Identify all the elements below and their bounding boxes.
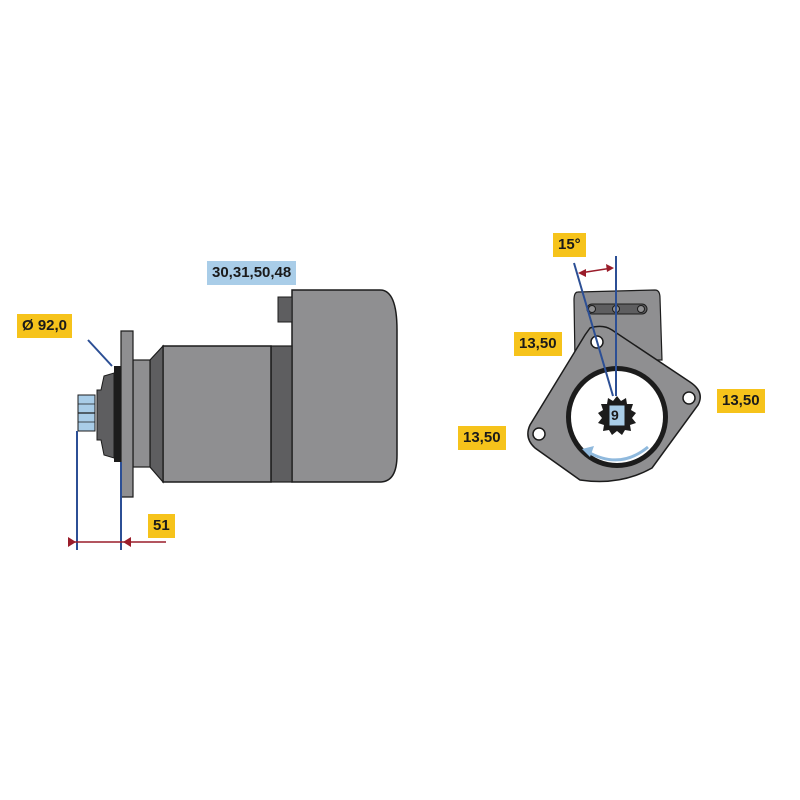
front-view [527,256,701,483]
angle-arrow-left [578,269,586,277]
flange-face [114,366,121,462]
arrowhead-right [123,537,131,547]
rotation-arrowhead [582,446,594,457]
arrowhead-left [68,537,76,547]
dark-band [270,345,293,483]
terminal-block [277,296,293,323]
neck [132,359,151,468]
mounting-flange [120,330,134,498]
mount-hole-lower-left [532,427,546,441]
rotation-arrow [587,445,649,462]
main-body [162,345,272,483]
angle-arrow-right [606,264,614,272]
mount-hole-right [682,391,696,405]
nose-taper [149,344,164,484]
rear-housing [291,289,398,483]
hole-label-right: 13,50 [717,389,765,413]
nose-cap [96,372,115,459]
flange-diameter-label: Ø 92,0 [17,314,73,338]
pinion-offset-label: 51 [148,514,175,538]
hole-label-lower-left: 13,50 [458,426,506,450]
terminal-label: 30,31,50,48 [207,261,297,285]
pinion-front [598,396,636,435]
side-view [68,289,398,550]
diameter-leader [87,339,113,367]
angle-label: 15° [553,233,586,257]
pinion-teeth-count: 9 [611,407,619,423]
hole-label-upper-left: 13,50 [514,332,562,356]
angle-line-inclined [573,262,614,397]
